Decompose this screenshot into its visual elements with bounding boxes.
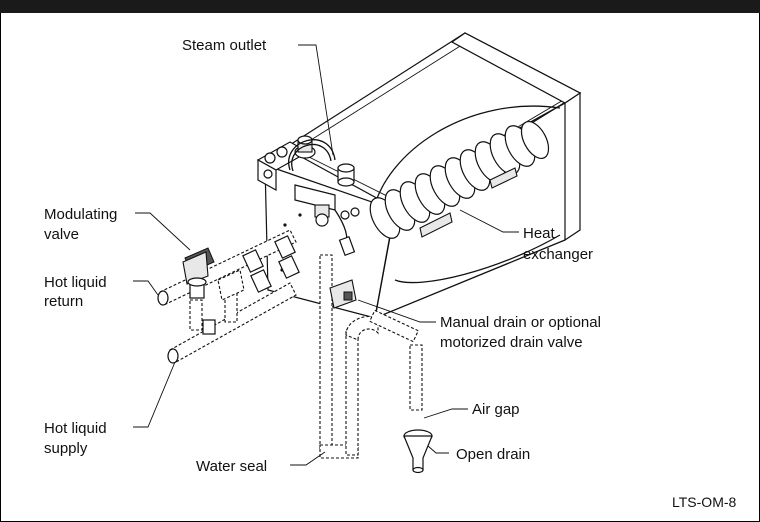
open-drain-outlet — [412, 466, 424, 474]
pipe-union — [250, 269, 272, 293]
label-air-gap: Air gap — [472, 401, 520, 418]
header-bar — [0, 0, 760, 13]
leader-manual-drain — [357, 299, 436, 323]
label-hot-liquid-return-line1: Hot liquid — [44, 274, 107, 291]
label-hot-liquid-supply-line1: Hot liquid — [44, 420, 107, 437]
label-hot-liquid-supply-line2: supply — [44, 440, 88, 457]
callout-labels: Steam outlet Modulating valve Hot liquid… — [44, 37, 737, 510]
supply-pipe-end — [167, 348, 179, 364]
leader-modulating-valve — [135, 212, 191, 251]
label-open-drain: Open drain — [456, 446, 530, 463]
pipe-union — [274, 235, 296, 259]
leader-hot-liquid-return — [133, 280, 159, 296]
label-steam-outlet: Steam outlet — [182, 37, 267, 54]
leader-air-gap — [423, 408, 468, 419]
label-water-seal: Water seal — [196, 458, 267, 475]
leader-steam-outlet — [298, 44, 334, 156]
drain-bend — [345, 316, 379, 341]
leader-water-seal — [290, 451, 326, 466]
pipe-union — [278, 255, 300, 279]
hot-liquid-piping — [157, 229, 300, 364]
drain-pipe-vertical — [319, 254, 333, 451]
pipe-riser — [189, 299, 203, 331]
pipe-elbow — [217, 269, 245, 301]
label-manual-drain-line1: Manual drain or optional — [440, 314, 601, 331]
leader-hot-liquid-supply — [133, 361, 176, 428]
pipe-union — [242, 249, 264, 273]
coil-bracket — [489, 167, 518, 189]
tank-curve — [371, 105, 561, 216]
drain-downpipe — [409, 344, 423, 411]
pipe-union — [202, 319, 216, 335]
leader-lines — [133, 44, 519, 466]
figure-id: LTS-OM-8 — [672, 494, 737, 510]
bolt-hole — [283, 223, 287, 227]
humidifier-cabinet — [264, 32, 582, 320]
heat-exchanger-coil — [369, 121, 550, 239]
drain-horizontal — [368, 309, 420, 343]
label-heat-exchanger-line2: exchanger — [523, 246, 593, 263]
coil-bracket — [419, 212, 453, 238]
bolt-hole — [298, 213, 302, 217]
cabinet-end-plate — [564, 91, 581, 242]
open-drain-funnel-body — [403, 435, 433, 471]
drain-piping — [319, 254, 433, 474]
label-hot-liquid-return-line2: return — [44, 293, 83, 310]
top-fittings — [256, 135, 355, 192]
panel-valves — [294, 184, 360, 256]
label-modulating-valve-line2: valve — [44, 226, 79, 243]
leader-open-drain — [427, 445, 449, 454]
tank-bottom-curve — [394, 234, 561, 284]
leader-heat-exchanger — [459, 209, 519, 233]
return-pipe-end — [157, 290, 169, 306]
manual-drain-valve-icon — [329, 279, 357, 309]
manual-drain-handle — [343, 291, 353, 301]
label-heat-exchanger-line1: Heat — [523, 225, 556, 242]
modulating-valve — [182, 247, 215, 299]
water-seal-riser — [345, 329, 359, 456]
label-manual-drain-line2: motorized drain valve — [440, 334, 583, 351]
label-modulating-valve-line1: Modulating — [44, 206, 117, 223]
